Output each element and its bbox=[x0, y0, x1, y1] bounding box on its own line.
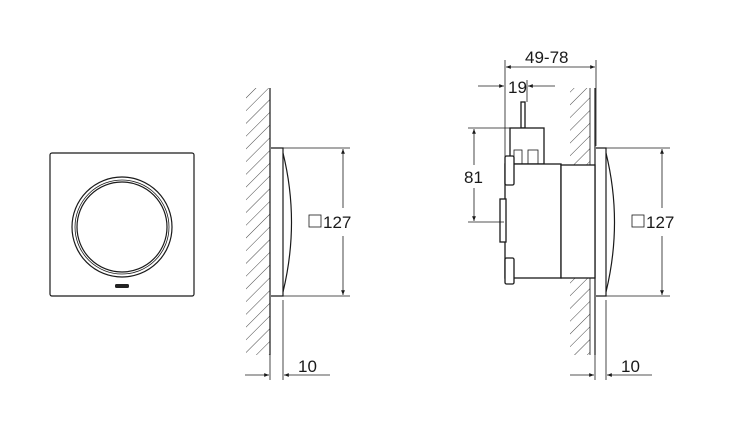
side-view-right: 49-78 19 81 127 10 bbox=[464, 48, 674, 380]
dim-plate-thickness-right: 10 bbox=[621, 357, 640, 376]
grohe-logo-icon bbox=[115, 284, 129, 288]
dim-plate-size-right: 127 bbox=[646, 213, 674, 232]
connector-middle bbox=[499, 198, 507, 243]
dim-installation-depth: 49-78 bbox=[525, 48, 568, 67]
dial-dome bbox=[282, 152, 293, 293]
mounting-sleeve bbox=[560, 164, 596, 279]
dim-height: 81 bbox=[464, 168, 483, 187]
cover-plate-side bbox=[271, 147, 284, 297]
square-symbol-icon bbox=[631, 214, 645, 228]
dial-dome bbox=[605, 152, 616, 293]
cartridge-block bbox=[509, 127, 545, 165]
dim-plate-size-left: 127 bbox=[323, 213, 351, 232]
wall-hatch bbox=[246, 88, 270, 355]
connector-bottom bbox=[504, 257, 515, 285]
spindle bbox=[520, 101, 526, 129]
dial-inner-ring bbox=[76, 181, 168, 273]
side-view-left: 127 10 bbox=[245, 88, 351, 380]
dial-middle-ring bbox=[74, 179, 170, 275]
dial-outer-ring bbox=[71, 176, 173, 278]
front-view bbox=[49, 152, 195, 297]
connector-top bbox=[504, 155, 515, 186]
square-symbol-icon bbox=[308, 214, 322, 228]
cover-plate-front bbox=[49, 152, 195, 297]
dim-cartridge-offset: 19 bbox=[508, 78, 527, 97]
cover-plate-side bbox=[596, 147, 607, 297]
wall-hatch-top bbox=[570, 88, 590, 166]
wall-hatch-bottom bbox=[570, 278, 590, 355]
dim-plate-thickness-left: 10 bbox=[298, 357, 317, 376]
